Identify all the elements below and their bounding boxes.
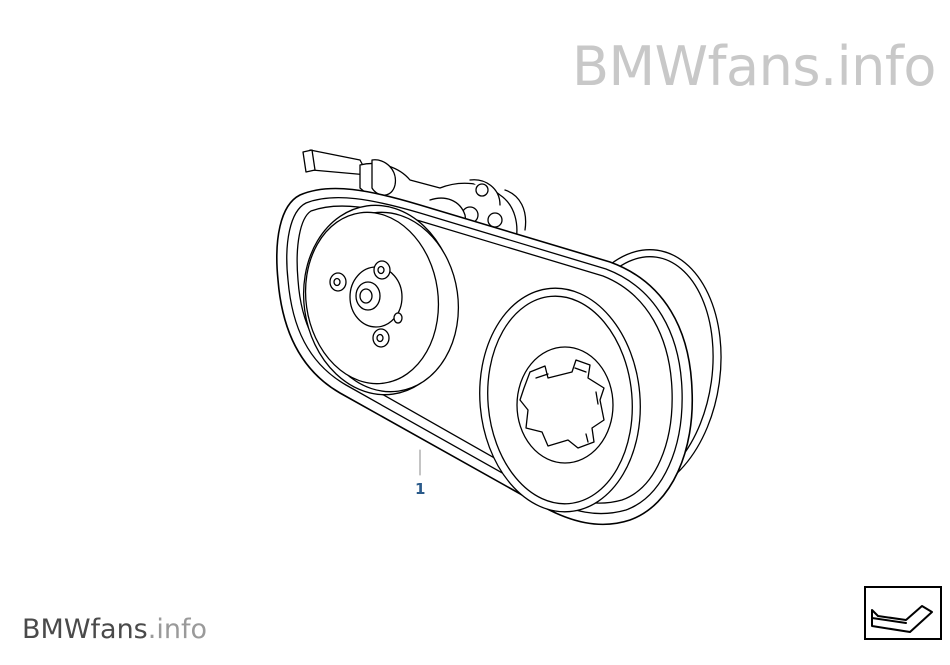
watermark-top: BMWfans.info bbox=[572, 35, 936, 98]
watermark-bottom-ext: .info bbox=[147, 614, 207, 645]
part-callout-1[interactable]: 1 bbox=[415, 480, 426, 498]
watermark-bottom-main: BMWfans bbox=[22, 614, 148, 645]
return-arrow-icon[interactable] bbox=[864, 586, 942, 640]
pump-pulley bbox=[302, 204, 460, 396]
watermark-bottom: BMWfans.info bbox=[22, 616, 207, 643]
return-arrow-glyph bbox=[871, 605, 933, 633]
crankshaft-pulley bbox=[479, 287, 641, 513]
